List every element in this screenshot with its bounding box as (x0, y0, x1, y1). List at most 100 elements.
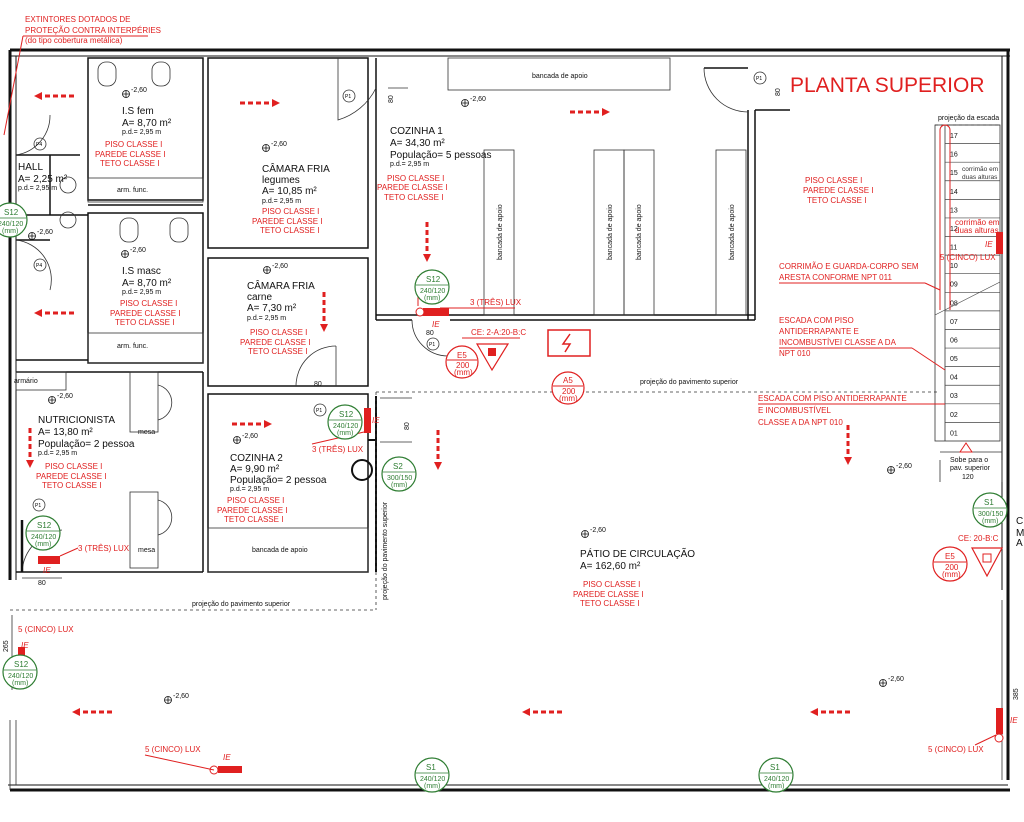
svg-text:População= 2 pessoa: População= 2 pessoa (38, 439, 135, 450)
emergency-lights: IE 3 (TRÊS) LUX IE 3 (TRÊS) LUX IE 3 (TR… (16, 232, 1018, 775)
svg-text:EXTINTORES DOTADOS DE: EXTINTORES DOTADOS DE (25, 15, 131, 24)
svg-text:A= 9,90 m²: A= 9,90 m² (230, 464, 280, 475)
svg-text:P1: P1 (756, 76, 762, 82)
svg-text:CE: 2-A:20-B:C: CE: 2-A:20-B:C (471, 328, 526, 337)
stair-step-number: 12 (950, 226, 958, 233)
svg-text:5 (CINCO) LUX: 5 (CINCO) LUX (18, 625, 74, 634)
outer-walls (8, 48, 1010, 792)
svg-text:5 (CINCO) LUX: 5 (CINCO) LUX (145, 745, 201, 754)
svg-text:mesa: mesa (138, 547, 155, 554)
svg-text:IE: IE (43, 566, 51, 575)
svg-text:arm. func.: arm. func. (117, 343, 148, 350)
stair-step-number: 15 (950, 170, 958, 177)
svg-text:População= 2 pessoa: População= 2 pessoa (230, 475, 327, 486)
svg-text:projeção do pavimento superior: projeção do pavimento superior (382, 501, 389, 600)
svg-text:IE: IE (372, 416, 380, 425)
level-value: -2,60 (130, 247, 146, 254)
svg-text:5 (CINCO) LUX: 5 (CINCO) LUX (940, 253, 996, 262)
svg-text:HALL: HALL (18, 162, 43, 173)
svg-text:PAREDE CLASSE I: PAREDE CLASSE I (252, 217, 323, 226)
svg-text:legumes: legumes (262, 175, 300, 186)
svg-text:p.d.= 2,95 m: p.d.= 2,95 m (230, 486, 269, 493)
svg-text:PAREDE CLASSE I: PAREDE CLASSE I (217, 506, 288, 515)
route-arrow (810, 708, 850, 716)
svg-text:CÂMARA FRIA: CÂMARA FRIA (262, 162, 330, 175)
svg-text:PAREDE CLASSE I: PAREDE CLASSE I (377, 183, 448, 192)
stair-step-number: 13 (950, 207, 958, 214)
svg-text:80: 80 (314, 381, 322, 388)
svg-text:265: 265 (3, 640, 10, 652)
svg-text:CLASSE A DA NPT 010: CLASSE A DA NPT 010 (758, 418, 843, 427)
svg-text:p.d.= 2,95 m: p.d.= 2,95 m (122, 289, 161, 296)
route-arrow (72, 708, 112, 716)
level-marker: -2,60 (164, 693, 189, 704)
svg-text:A= 34,30 m²: A= 34,30 m² (390, 138, 445, 149)
level-value: -2,60 (271, 141, 287, 148)
extintores-note: EXTINTORES DOTADOS DE PROTEÇÃO CONTRA IN… (3, 15, 161, 136)
svg-text:COZINHA 1: COZINHA 1 (390, 126, 443, 137)
exit-signs: S12240/120(mm)S12240/120(mm)S12240/120(m… (0, 202, 1008, 793)
svg-text:(mm): (mm) (454, 368, 473, 377)
level-marker: -2,60 (121, 247, 146, 258)
exit-sign-unit: (mm) (391, 482, 407, 489)
stair-step-number: 05 (950, 356, 958, 363)
svg-text:armário: armário (14, 378, 38, 385)
svg-text:INCOMBUSTÍVEI CLASSE A DA: INCOMBUSTÍVEI CLASSE A DA (779, 338, 897, 347)
exit-sign-size: 240/120 (420, 776, 445, 783)
svg-text:A= 2,25 m²: A= 2,25 m² (18, 174, 68, 185)
stair-step-number: 08 (950, 300, 958, 307)
svg-text:TETO CLASSE I: TETO CLASSE I (248, 347, 307, 356)
svg-text:NPT 010: NPT 010 (779, 349, 811, 358)
svg-text:3 (TRÊS) LUX: 3 (TRÊS) LUX (312, 445, 364, 454)
svg-text:IE: IE (223, 753, 231, 762)
room-cozinha2: COZINHA 2 A= 9,90 m² População= 2 pessoa… (217, 453, 327, 554)
exit-sign: S1 240/120(mm) (414, 757, 450, 793)
exit-sign-size: 300/150 (387, 475, 412, 482)
exit-sign-size: 240/120 (420, 288, 445, 295)
level-marker: -2,60 (461, 96, 486, 107)
svg-text:projeção do pavimento superior: projeção do pavimento superior (640, 379, 739, 386)
level-value: -2,60 (173, 693, 189, 700)
level-value: -2,60 (470, 96, 486, 103)
exit-sign-code: S1 (984, 498, 994, 507)
level-marker: -2,60 (581, 527, 606, 538)
route-arrow (34, 309, 74, 317)
svg-text:bancada de apoio: bancada de apoio (636, 204, 643, 260)
level-markers: -2,60 -2,60 -2,60 -2,60 -2,60 -2,60 -2,60 -2,60… (28, 87, 912, 704)
svg-text:3 (TRÊS) LUX: 3 (TRÊS) LUX (470, 298, 522, 307)
svg-text:P4: P4 (36, 142, 42, 148)
stair-step-number: 14 (950, 189, 958, 196)
svg-text:200: 200 (945, 563, 959, 572)
stair-step-number: 06 (950, 337, 958, 344)
svg-text:PISO CLASSE I: PISO CLASSE I (805, 176, 862, 185)
exit-sign-unit: (mm) (424, 783, 440, 790)
svg-text:PAREDE CLASSE I: PAREDE CLASSE I (803, 186, 874, 195)
exit-sign-code: S1 (426, 763, 436, 772)
route-arrow-down (423, 222, 431, 262)
exit-sign-code: S12 (4, 208, 19, 217)
door-swings (15, 58, 749, 573)
svg-text:IE: IE (985, 240, 993, 249)
svg-text:IE: IE (1010, 716, 1018, 725)
svg-text:projeção do pavimento superior: projeção do pavimento superior (192, 601, 291, 608)
svg-text:PISO CLASSE I: PISO CLASSE I (583, 580, 640, 589)
toilets (59, 61, 373, 481)
svg-text:A= 8,70 m²: A= 8,70 m² (122, 278, 172, 289)
level-value: -2,60 (242, 433, 258, 440)
svg-text:I.S masc: I.S masc (122, 266, 161, 277)
route-arrow (522, 708, 562, 716)
route-arrow-down (844, 425, 852, 465)
level-value: -2,60 (57, 393, 73, 400)
exit-sign-size: 240/120 (31, 534, 56, 541)
level-value: -2,60 (37, 229, 53, 236)
stair-step-number: 17 (950, 133, 958, 140)
svg-text:A= 8,70 m²: A= 8,70 m² (122, 118, 172, 129)
svg-text:E5: E5 (457, 351, 467, 360)
